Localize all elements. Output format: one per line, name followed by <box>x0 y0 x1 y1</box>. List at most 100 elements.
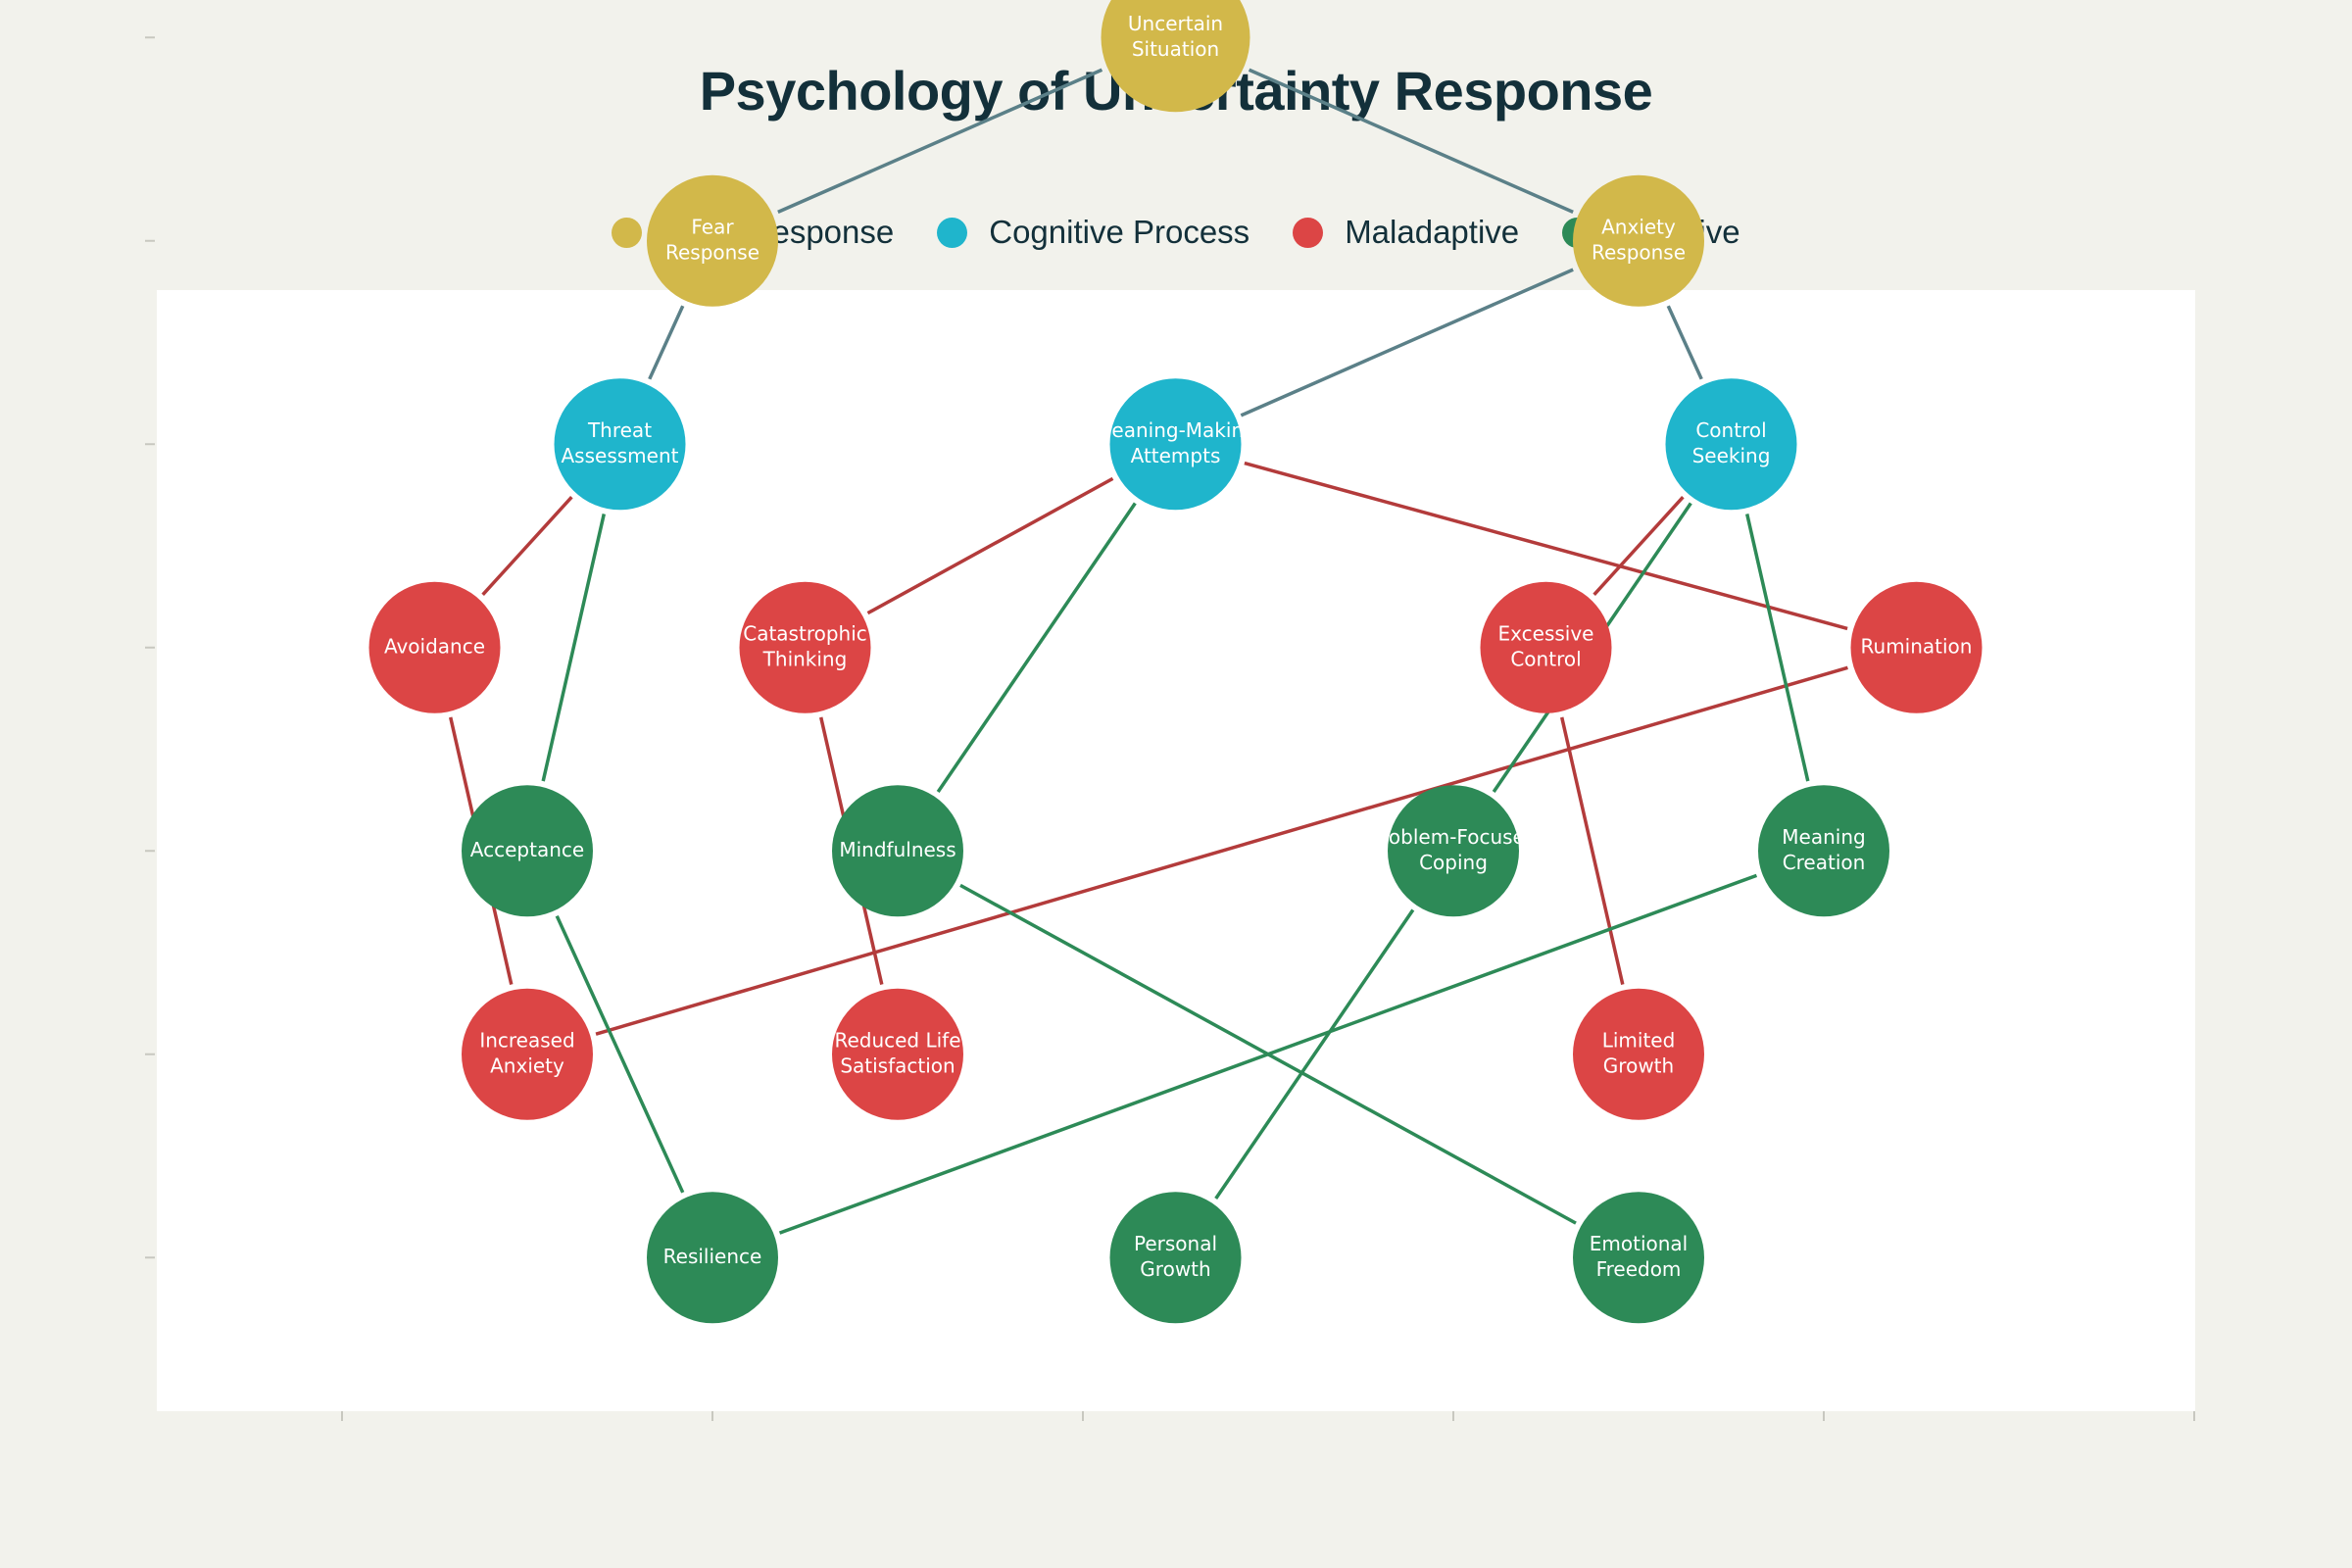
node-label: Coping <box>1419 851 1488 874</box>
node-label: Freedom <box>1596 1257 1682 1281</box>
edge-meaningmaking-to-rumination <box>1244 461 1848 631</box>
node-label: Emotional <box>1590 1232 1688 1255</box>
node-label: Growth <box>1603 1054 1674 1077</box>
edge-meaningmaking-to-mindfulness <box>936 502 1137 793</box>
node-label: Meaning-Making <box>1095 418 1256 442</box>
edge-threat-to-avoidance <box>481 496 573 596</box>
node-avoidance[interactable]: Avoidance <box>368 581 501 713</box>
node-circle <box>647 1192 778 1324</box>
node-circle <box>1850 581 1983 713</box>
node-label: Avoidance <box>384 634 485 658</box>
axis-ticks <box>145 36 2195 1421</box>
node-circle <box>1480 581 1612 713</box>
node-label: Fear <box>691 215 734 238</box>
edge-anxiety-to-control <box>1666 305 1703 380</box>
node-label: Mindfulness <box>839 838 956 861</box>
edge-control-to-excessive <box>1592 496 1685 596</box>
nodes-layer: UncertainSituationFearResponseAnxietyRes… <box>368 0 1983 1324</box>
node-label: Anxiety <box>490 1054 564 1077</box>
node-circle <box>1665 378 1797 511</box>
node-circle <box>1573 1192 1704 1324</box>
node-label: Situation <box>1132 37 1219 61</box>
legend-item-cognitive-process[interactable]: Cognitive Process <box>937 214 1250 251</box>
edge-uncertain-to-anxiety <box>1248 68 1574 214</box>
node-circle <box>1573 174 1704 307</box>
edge-rumination-to-increased <box>595 665 1848 1036</box>
node-label: Control <box>1510 647 1581 670</box>
node-circle <box>1388 785 1519 917</box>
edge-problemfocused-to-personal <box>1214 908 1415 1200</box>
node-label: Resilience <box>663 1245 762 1268</box>
node-acceptance[interactable]: Acceptance <box>462 785 593 917</box>
node-label: Response <box>1592 240 1686 264</box>
edge-excessive-to-limited <box>1560 716 1625 985</box>
node-circle <box>462 785 593 917</box>
edge-uncertain-to-fear <box>777 68 1103 214</box>
node-label: Personal <box>1134 1232 1217 1255</box>
node-label: Control <box>1695 418 1766 442</box>
node-label: Catastrophic <box>743 621 867 645</box>
edge-control-to-meaningcreation <box>1745 514 1810 782</box>
node-label: Anxiety <box>1601 215 1676 238</box>
node-label: Thinking <box>762 647 848 670</box>
node-label: Threat <box>587 418 652 442</box>
node-circle <box>1109 1192 1242 1324</box>
node-circle <box>1573 988 1704 1120</box>
node-label: Uncertain <box>1128 12 1223 35</box>
edge-threat-to-acceptance <box>541 514 606 782</box>
node-label: Excessive <box>1498 621 1594 645</box>
node-label: Limited <box>1602 1028 1676 1052</box>
node-resilience[interactable]: Resilience <box>647 1192 778 1324</box>
legend-label: Cognitive Process <box>989 214 1250 250</box>
node-label: Satisfaction <box>840 1054 955 1077</box>
node-label: Increased <box>479 1028 574 1052</box>
node-label: Problem-Focused <box>1369 825 1537 849</box>
edge-fear-to-threat <box>648 305 685 380</box>
edge-meaningcreation-to-resilience <box>778 873 1758 1235</box>
legend-marker-icon <box>1293 217 1324 248</box>
node-circle <box>1101 0 1250 113</box>
node-label: Assessment <box>562 444 679 467</box>
node-circle <box>368 581 501 713</box>
node-label: Reduced Life <box>834 1028 960 1052</box>
node-label: Growth <box>1140 1257 1210 1281</box>
node-label: Attempts <box>1131 444 1221 467</box>
legend-item-maladaptive[interactable]: Maladaptive <box>1293 214 1519 251</box>
node-rumination[interactable]: Rumination <box>1850 581 1983 713</box>
node-label: Acceptance <box>470 838 584 861</box>
legend-marker-icon <box>937 217 968 248</box>
node-circle <box>554 378 686 511</box>
node-mindfulness[interactable]: Mindfulness <box>832 785 963 917</box>
node-label: Seeking <box>1692 444 1771 467</box>
node-label: Rumination <box>1861 634 1973 658</box>
node-circle <box>1109 378 1242 511</box>
node-circle <box>1758 785 1889 917</box>
node-circle <box>739 581 871 713</box>
edge-meaningmaking-to-catastrophic <box>866 476 1114 615</box>
node-label: Response <box>665 240 760 264</box>
node-circle <box>647 174 778 307</box>
node-label: Creation <box>1783 851 1866 874</box>
node-circle <box>832 785 963 917</box>
legend-label: Maladaptive <box>1345 214 1520 250</box>
node-circle <box>462 988 593 1120</box>
node-circle <box>832 988 963 1120</box>
edge-acceptance-to-resilience <box>555 914 685 1194</box>
legend-marker-icon <box>612 217 643 248</box>
